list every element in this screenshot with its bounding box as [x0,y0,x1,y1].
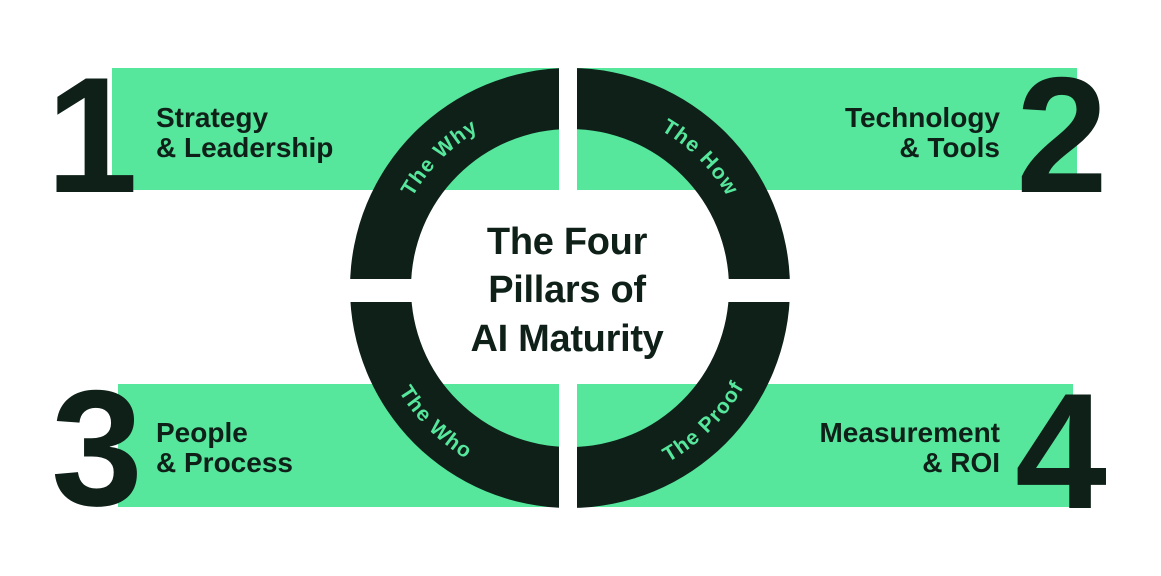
pillar-2-number: 2 [1016,43,1106,227]
center-title-line1: The Four [487,221,648,263]
pillar-1-number: 1 [46,43,136,227]
pillar-2-label-line2: & Tools [899,132,1000,163]
pillar-3-label-line1: People [156,417,248,448]
pillar-4-label-line2: & ROI [922,447,1000,478]
pillar-3-number: 3 [51,356,141,540]
pillar-2-label-line1: Technology [845,102,1000,133]
pillar-3-label-line2: & Process [156,447,293,478]
pillar-1-label-line2: & Leadership [156,132,333,163]
center-title-line2: Pillars of [488,269,646,311]
center-title-line3: AI Maturity [470,318,663,360]
pillar-4-number: 4 [1015,359,1106,543]
pillar-1-label-line1: Strategy [156,102,268,133]
ring-gap-horizontal [344,279,796,302]
pillar-4-label-line1: Measurement [819,417,1000,448]
